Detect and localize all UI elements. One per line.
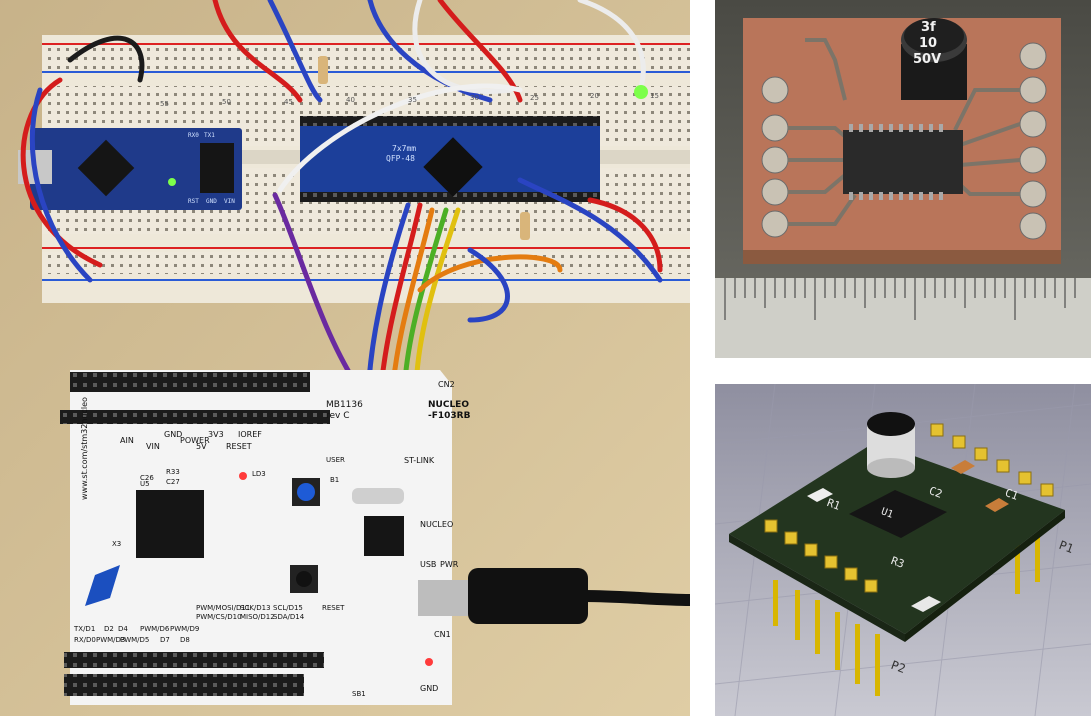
bb-number-35: 35 <box>408 96 417 104</box>
pcb-3d-scene <box>715 384 1091 716</box>
nano-label-tx1: TX1 <box>204 132 215 139</box>
capacitor-marking-line2: 10 <box>919 36 938 51</box>
pwr-label: PWR <box>440 560 459 569</box>
header-label-d3: PWM/D3 <box>96 636 126 644</box>
part-label-user: USER <box>326 456 345 464</box>
header-label-tx: TX/D1 <box>74 625 96 633</box>
header-label-d9: PWM/D9 <box>170 625 200 633</box>
usb-label: USB <box>420 560 437 569</box>
etched-pcb <box>743 18 1061 264</box>
header-label-miso: MISO/D12 <box>240 613 275 621</box>
part-label-x3: X3 <box>112 540 122 548</box>
header-label-scl: SCL/D15 <box>273 604 303 612</box>
part-label-reset: RESET <box>322 604 345 612</box>
bb-number-30: 30 <box>470 94 479 102</box>
adapter-label-package: QFP-48 <box>386 154 415 163</box>
etched-pcb-photo: 3f 10 50V <box>715 0 1091 358</box>
nucleo-board <box>60 370 690 705</box>
part-label-sb1: SB1 <box>352 690 366 698</box>
cn1-label: CN1 <box>434 630 451 639</box>
pcb-3d-render: R1 C1 C2 R2 U1 C3 R3 P1 P2 <box>715 384 1091 716</box>
nano-label-vin: VIN <box>224 198 235 205</box>
bb-number-50: 50 <box>222 98 231 106</box>
power-header-label: POWER <box>180 436 210 445</box>
ain-header-label: AIN <box>120 436 134 445</box>
breadboard-photo: 7x7mm QFP-48 NUCLEO -F103RB MB1136 rev C… <box>0 0 690 716</box>
nano-label-rst: RST <box>188 198 199 205</box>
ruler-ticks <box>724 278 1076 320</box>
ioref-pin-label: IOREF <box>238 430 262 439</box>
reset-pin-label: RESET <box>226 442 252 451</box>
resistors <box>318 56 648 240</box>
header-label-sda: SDA/D14 <box>273 613 305 621</box>
bb-number-55: 55 <box>160 100 169 108</box>
header-label-cs: PWM/CS/D10 <box>196 613 242 621</box>
nano-label-rx0: RX0 <box>188 132 199 139</box>
header-label-rx: RX/D0 <box>74 636 96 644</box>
nucleo-model-label: -F103RB <box>428 411 471 421</box>
part-label-r33: R33 <box>166 468 180 476</box>
part-label-ld3: LD3 <box>252 470 266 478</box>
header-label-d4: D4 <box>118 625 128 633</box>
capacitor-marking-line1: 3f <box>921 20 936 35</box>
gnd-corner-label: GND <box>420 684 439 693</box>
bb-number-25: 25 <box>530 94 539 102</box>
part-label-c26: C26 <box>140 474 154 482</box>
nucleo-section-label: NUCLEO <box>420 520 454 529</box>
part-label-b1: B1 <box>330 476 340 484</box>
header-label-d5: PWM/D5 <box>120 636 150 644</box>
header-label-sck: SCK/D13 <box>240 604 271 612</box>
5v-pin-label: 5V <box>196 442 207 451</box>
nucleo-board-id: MB1136 <box>326 400 363 410</box>
gnd-pin-label: GND <box>164 430 183 439</box>
part-label-c27: C27 <box>166 478 180 486</box>
nucleo-label: NUCLEO <box>428 400 469 410</box>
part-label-u5: U5 <box>140 480 150 488</box>
nano-label-gnd: GND <box>206 198 217 205</box>
breadboard-scene <box>0 0 690 716</box>
header-label-d6: PWM/D6 <box>140 625 170 633</box>
vin-pin-label: VIN <box>146 442 160 451</box>
bb-number-15: 15 <box>650 92 659 100</box>
capacitor-marking-line3: 50V <box>913 52 942 67</box>
header-label-d7: D7 <box>160 636 170 644</box>
bb-number-40: 40 <box>346 96 355 104</box>
cn2-label: CN2 <box>438 380 455 389</box>
header-label-d8: D8 <box>180 636 190 644</box>
3v3-pin-label: 3V3 <box>208 430 224 439</box>
nucleo-url: www.st.com/stm32nucleo <box>80 397 89 500</box>
bb-number-45: 45 <box>284 98 293 106</box>
render-pcb <box>729 412 1065 642</box>
header-label-mosi: PWM/MOSI/D11 <box>196 604 251 612</box>
adapter-label-size: 7x7mm <box>392 144 417 153</box>
header-pins <box>773 534 1040 696</box>
nucleo-revision: rev C <box>326 411 350 421</box>
etched-pcb-scene <box>715 0 1091 358</box>
header-label-d2: D2 <box>104 625 114 633</box>
bb-number-20: 20 <box>590 92 599 100</box>
st-link-label: ST-LINK <box>404 456 435 465</box>
